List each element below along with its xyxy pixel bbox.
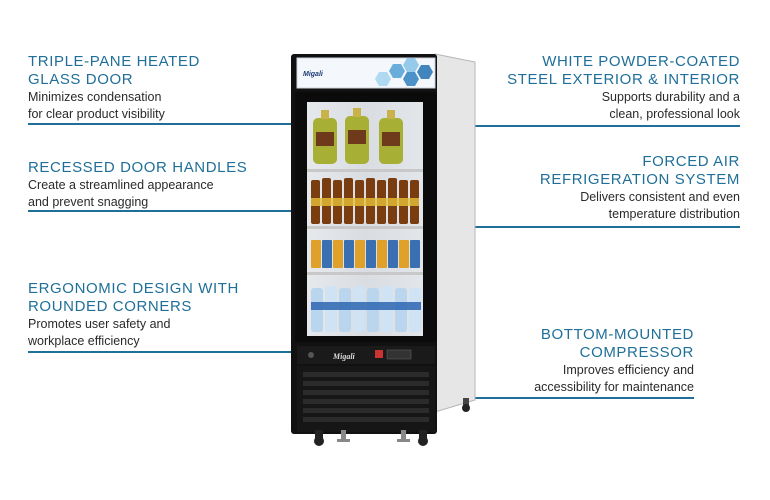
- cabinet-side: [434, 53, 476, 413]
- header-brand-logo: Migali: [303, 71, 324, 78]
- callout-description: Supports durability and a clean, profess…: [601, 90, 740, 121]
- callout-exterior: WHITE POWDER-COATED STEEL EXTERIOR & INT…: [507, 53, 740, 122]
- base-brand-logo: Migali: [332, 352, 356, 361]
- power-switch-icon: [375, 350, 383, 358]
- casters: [314, 398, 470, 446]
- callout-description: Improves efficiency and accessibility fo…: [534, 363, 694, 394]
- callout-description: Minimizes condensation for clear product…: [28, 90, 165, 121]
- leader-line: [464, 226, 740, 228]
- wire-shelf: [307, 226, 423, 229]
- callout-title: TRIPLE-PANE HEATED GLASS DOOR: [28, 53, 200, 88]
- leader-line: [464, 125, 740, 127]
- leader-line: [410, 397, 694, 399]
- callout-description: Delivers consistent and even temperature…: [580, 190, 740, 221]
- shelf-jugs: [313, 108, 403, 164]
- leveling-feet: [337, 430, 410, 442]
- callout-ergonomic: ERGONOMIC DESIGN WITH ROUNDED CORNERS Pr…: [28, 280, 239, 349]
- callout-title: WHITE POWDER-COATED STEEL EXTERIOR & INT…: [507, 53, 740, 88]
- leader-line: [28, 351, 294, 353]
- control-panel: [297, 346, 435, 364]
- callout-refrigeration: FORCED AIR REFRIGERATION SYSTEM Delivers…: [540, 153, 740, 222]
- callout-title: FORCED AIR REFRIGERATION SYSTEM: [539, 153, 740, 188]
- wire-shelf: [307, 272, 423, 275]
- hexagon-graphic: [375, 58, 433, 86]
- callout-description: Create a streamlined appearance and prev…: [28, 178, 214, 209]
- callout-title: RECESSED DOOR HANDLES: [28, 159, 248, 176]
- temperature-display: [386, 349, 412, 360]
- callout-glass-door: TRIPLE-PANE HEATED GLASS DOOR Minimizes …: [28, 53, 200, 122]
- callout-title: ERGONOMIC DESIGN WITH ROUNDED CORNERS: [28, 280, 239, 315]
- wire-shelf: [307, 169, 423, 172]
- shelf-cans: [311, 240, 420, 268]
- leader-line: [28, 210, 294, 212]
- callout-description: Promotes user safety and workplace effic…: [28, 317, 171, 348]
- callout-door-handles: RECESSED DOOR HANDLES Create a streamlin…: [28, 159, 247, 210]
- callout-title: BOTTOM-MOUNTED COMPRESSOR: [540, 326, 694, 361]
- callout-compressor: BOTTOM-MOUNTED COMPRESSOR Improves effic…: [534, 326, 694, 395]
- leader-line: [28, 123, 318, 125]
- compressor-grille: [297, 366, 435, 432]
- lock-icon: [308, 352, 314, 358]
- merchandiser-refrigerator: Migali: [291, 53, 476, 446]
- shelf-water-bottles: [311, 286, 421, 332]
